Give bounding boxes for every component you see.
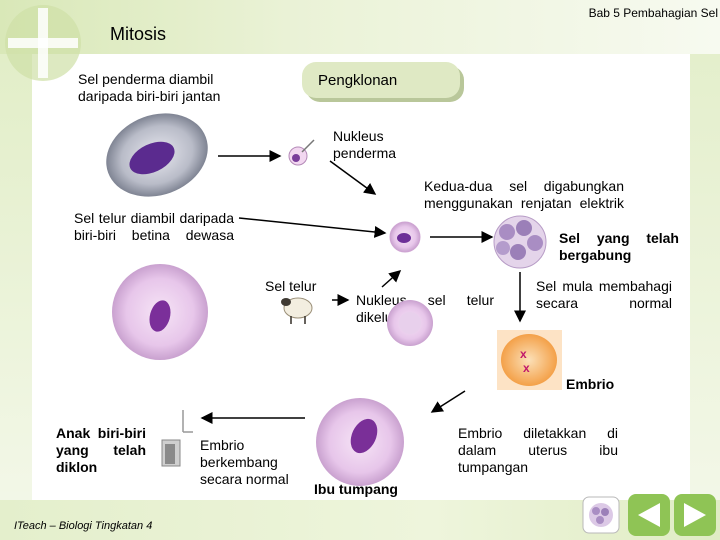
surrogate-mother-label: Ibu tumpang [314, 481, 398, 497]
cell-thumbnail-icon[interactable] [582, 496, 620, 534]
surrogate-cell-icon [316, 398, 404, 486]
arrow-embryo-to-surrogate [430, 390, 466, 413]
footer-credit: ITeach – Biologi Tingkatan 4 [14, 520, 153, 532]
fusion-label: Kedua-dua sel digabungkan menggunakan re… [424, 178, 624, 211]
arrow-nucleus-to-fusion [329, 160, 377, 195]
next-slide-icon[interactable] [674, 494, 716, 536]
cell-divides-label: Sel mula membahagi secara normal [536, 278, 672, 311]
cloning-banner [302, 62, 464, 102]
svg-text:x: x [520, 347, 527, 361]
embryo-icon: x x [497, 330, 562, 390]
cloning-label: Pengklonan [318, 72, 398, 89]
header-band [0, 0, 720, 54]
right-border [690, 54, 720, 540]
donor-cell-label: Sel penderma diambil daripada biri-biri … [78, 71, 221, 104]
cloned-lamb-icon [161, 410, 193, 467]
egg-cell-label: Sel telur [265, 278, 317, 294]
left-border [0, 54, 32, 540]
egg-cell-small-icon [387, 300, 433, 346]
fused-cell-label: Sel yang telah bergabung [559, 230, 679, 263]
donor-nucleus-label: Nukleus penderma [333, 128, 397, 161]
sheep-icon [281, 297, 313, 324]
egg-cell-large-icon [112, 264, 208, 360]
fused-cell-small-icon [389, 221, 421, 253]
chapter-title: Bab 5 Pembahagian Sel [588, 6, 718, 20]
page-title: Mitosis [110, 24, 167, 44]
cloned-lamb-label: Anak biri-biri yang telah diklon [56, 425, 146, 475]
decorative-logo-icon [5, 5, 81, 81]
arrow-egg-source-to-fusion [238, 217, 387, 238]
embryo-label: Embrio [566, 376, 615, 392]
egg-cell-source-label: Sel telur diambil daripada biri-biri bet… [74, 210, 234, 243]
donor-cell-icon [106, 113, 208, 197]
donor-nucleus-icon [288, 139, 315, 166]
embryo-placed-label: Embrio diletakkan di dalam uterus ibu tu… [458, 425, 618, 475]
previous-slide-icon[interactable] [628, 494, 670, 536]
embryo-develops-label: Embrio berkembang secara normal [200, 437, 289, 487]
arrow-egg-to-fusion [381, 270, 402, 288]
svg-text:x: x [523, 361, 530, 375]
dividing-cells-icon [493, 215, 547, 269]
